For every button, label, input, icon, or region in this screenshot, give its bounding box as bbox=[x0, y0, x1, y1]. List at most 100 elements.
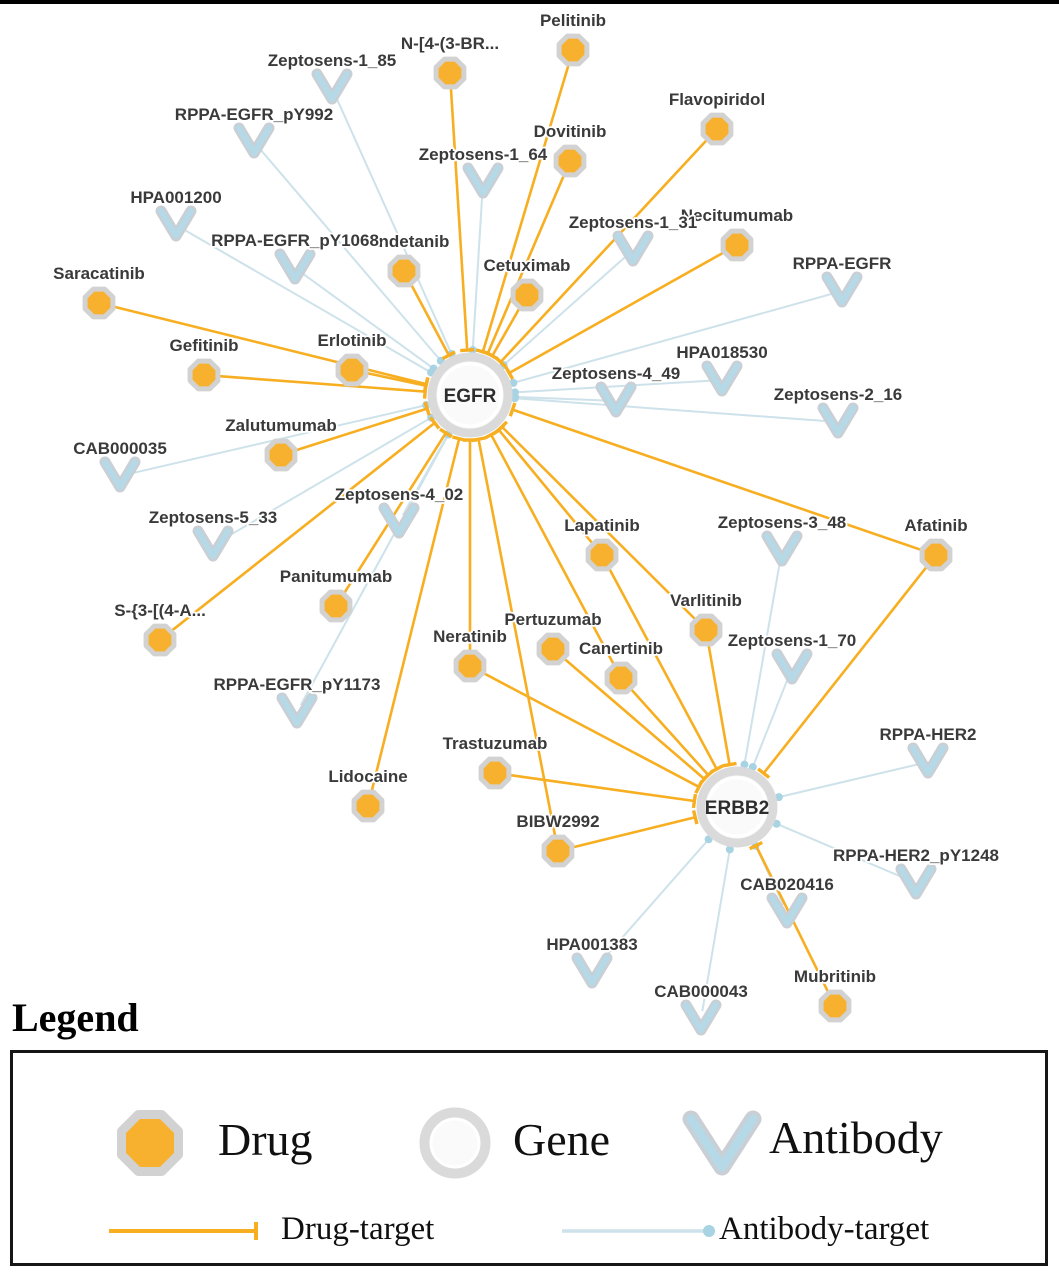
antibody-node-cab000035[interactable] bbox=[99, 456, 141, 493]
node-label-hpa001383: HPA001383 bbox=[546, 935, 637, 954]
node-label-z1_70: Zeptosens-1_70 bbox=[728, 631, 857, 650]
antibody-legend-icon bbox=[682, 1110, 762, 1176]
antibody-node-py1248[interactable] bbox=[895, 863, 937, 900]
antibody-node-z1_64[interactable] bbox=[462, 162, 504, 199]
drug-node-canertinib[interactable] bbox=[604, 661, 638, 695]
node-label-rppa_egfr: RPPA-EGFR bbox=[793, 254, 892, 273]
antibody-node-hpa001200[interactable] bbox=[155, 205, 197, 242]
node-label-cab020416: CAB020416 bbox=[740, 875, 834, 894]
drug-target-edge-n4_3br-egfr bbox=[449, 86, 475, 353]
node-label-lapatinib: Lapatinib bbox=[564, 516, 640, 535]
node-label-rppa_her2: RPPA-HER2 bbox=[880, 725, 977, 744]
drug-node-lidocaine[interactable] bbox=[351, 789, 385, 823]
antibody-target-edge-z1_85-egfr bbox=[334, 94, 456, 358]
antibody-node-hpa018530[interactable] bbox=[701, 360, 743, 397]
drug-node-lapatinib[interactable] bbox=[585, 538, 619, 572]
node-label-trastuzumab: Trastuzumab bbox=[443, 734, 548, 753]
node-label-lidocaine: Lidocaine bbox=[328, 767, 407, 786]
drug-target-edge-s3_4a-egfr bbox=[170, 416, 441, 633]
node-label-z4_49: Zeptosens-4_49 bbox=[552, 364, 681, 383]
antibody-node-z5_33[interactable] bbox=[192, 525, 234, 562]
drug-node-bibw2992[interactable] bbox=[541, 834, 575, 868]
node-label-hpa001200: HPA001200 bbox=[130, 188, 221, 207]
drug-legend-label: Drug bbox=[218, 1114, 313, 1165]
drug-node-gefitinib[interactable] bbox=[187, 358, 221, 392]
antibody-target-edge-rppa_her2-erbb2 bbox=[774, 762, 921, 802]
drug-node-vandetanib[interactable] bbox=[387, 254, 421, 288]
node-label-py1248: RPPA-HER2_pY1248 bbox=[833, 846, 999, 865]
antibody-node-hpa001383[interactable] bbox=[571, 952, 613, 989]
drug-target-edge-necitumumab-egfr bbox=[504, 250, 726, 380]
antibody-node-py1173[interactable] bbox=[276, 692, 318, 729]
gene-label-erbb2: ERBB2 bbox=[705, 798, 769, 819]
antibody-node-cab000043[interactable] bbox=[680, 999, 722, 1036]
antibody-node-rppa_egfr[interactable] bbox=[821, 271, 863, 308]
drug-legend-icon bbox=[117, 1110, 183, 1176]
drug-target-edge-panitumumab-egfr bbox=[342, 427, 453, 595]
drug-target-edge-cetuximab-egfr bbox=[485, 306, 522, 361]
drug-target-edge-flavopiridol-egfr bbox=[494, 138, 709, 369]
drug-node-mubritinib[interactable] bbox=[818, 989, 852, 1023]
node-label-afatinib: Afatinib bbox=[904, 516, 967, 535]
node-label-vandetanib: Vandetanib bbox=[359, 232, 450, 251]
drug-node-trastuzumab[interactable] bbox=[478, 756, 512, 790]
node-layer: EGFR ERBB2 bbox=[82, 33, 953, 1036]
drug-target-legend-label: Drug-target bbox=[281, 1211, 435, 1247]
drug-node-dovitinib[interactable] bbox=[553, 144, 587, 178]
drug-target-edge-vandetanib-egfr bbox=[409, 282, 456, 361]
gene-legend-icon bbox=[419, 1107, 491, 1179]
drug-target-edge-trastuzumab-erbb2 bbox=[508, 773, 698, 809]
drug-node-s3_4a[interactable] bbox=[143, 623, 177, 657]
node-label-bibw2992: BIBW2992 bbox=[516, 812, 599, 831]
drug-node-necitumumab[interactable] bbox=[720, 228, 754, 262]
node-label-n4_3br: N-[4-(3-BR... bbox=[401, 34, 499, 53]
antibody-legend-label: Antibody bbox=[769, 1112, 943, 1163]
edge-layer bbox=[112, 63, 929, 1012]
antibody-node-z4_02[interactable] bbox=[378, 502, 420, 539]
drug-node-panitumumab[interactable] bbox=[319, 589, 353, 623]
drug-node-afatinib[interactable] bbox=[919, 538, 953, 572]
drug-node-pelitinib[interactable] bbox=[556, 33, 590, 67]
antibody-target-edge-rppa_egfr-egfr bbox=[509, 292, 835, 387]
antibody-node-z3_48[interactable] bbox=[761, 530, 803, 567]
drug-node-zalutumumab[interactable] bbox=[264, 438, 298, 472]
drug-node-erlotinib[interactable] bbox=[335, 353, 369, 387]
drug-node-saracatinib[interactable] bbox=[82, 286, 116, 320]
drug-node-cetuximab[interactable] bbox=[510, 278, 544, 312]
node-label-cab000043: CAB000043 bbox=[654, 982, 748, 1001]
drug-node-pertuzumab[interactable] bbox=[536, 632, 570, 666]
node-label-z1_31: Zeptosens-1_31 bbox=[569, 213, 698, 232]
antibody-node-cab020416[interactable] bbox=[766, 892, 808, 929]
antibody-node-z2_16[interactable] bbox=[817, 402, 859, 439]
drug-node-neratinib[interactable] bbox=[453, 649, 487, 683]
drug-target-edge-canertinib-erbb2 bbox=[629, 687, 715, 781]
node-label-varlitinib: Varlitinib bbox=[670, 591, 742, 610]
antibody-target-edge-z2_16-egfr bbox=[510, 394, 831, 423]
drug-target-edge-bibw2992-erbb2 bbox=[571, 810, 699, 849]
node-label-py1173: RPPA-EGFR_pY1173 bbox=[214, 675, 381, 694]
drug-target-edge-canertinib-egfr bbox=[484, 429, 616, 667]
antibody-node-z4_49[interactable] bbox=[595, 381, 637, 418]
antibody-target-edge-cab000043-erbb2 bbox=[701, 845, 734, 1012]
node-label-saracatinib: Saracatinib bbox=[53, 264, 145, 283]
drug-node-flavopiridol[interactable] bbox=[700, 112, 734, 146]
drug-node-n4_3br[interactable] bbox=[433, 56, 467, 90]
gene-node-erbb2[interactable]: ERBB2 bbox=[696, 766, 778, 848]
drug-target-edge-erlotinib-egfr bbox=[365, 371, 430, 393]
legend-box: Drug Gene Antibody Drug-target Antibody-… bbox=[10, 1050, 1048, 1266]
node-label-z1_64: Zeptosens-1_64 bbox=[419, 145, 548, 164]
gene-node-egfr[interactable]: EGFR bbox=[427, 352, 513, 438]
antibody-node-z1_31[interactable] bbox=[612, 230, 654, 267]
node-label-necitumumab: Necitumumab bbox=[681, 206, 793, 225]
node-label-hpa018530: HPA018530 bbox=[676, 343, 767, 362]
node-label-mubritinib: Mubritinib bbox=[794, 967, 876, 986]
drug-node-varlitinib[interactable] bbox=[689, 613, 723, 647]
antibody-target-edge-z1_64-egfr bbox=[468, 189, 484, 355]
gene-legend-label: Gene bbox=[513, 1114, 611, 1165]
antibody-node-z1_85[interactable] bbox=[311, 68, 353, 105]
antibody-node-py992[interactable] bbox=[233, 122, 275, 159]
node-label-cetuximab: Cetuximab bbox=[484, 256, 571, 275]
antibody-node-z1_70[interactable] bbox=[771, 648, 813, 685]
antibody-node-py1068[interactable] bbox=[274, 248, 316, 285]
antibody-node-rppa_her2[interactable] bbox=[907, 742, 949, 779]
